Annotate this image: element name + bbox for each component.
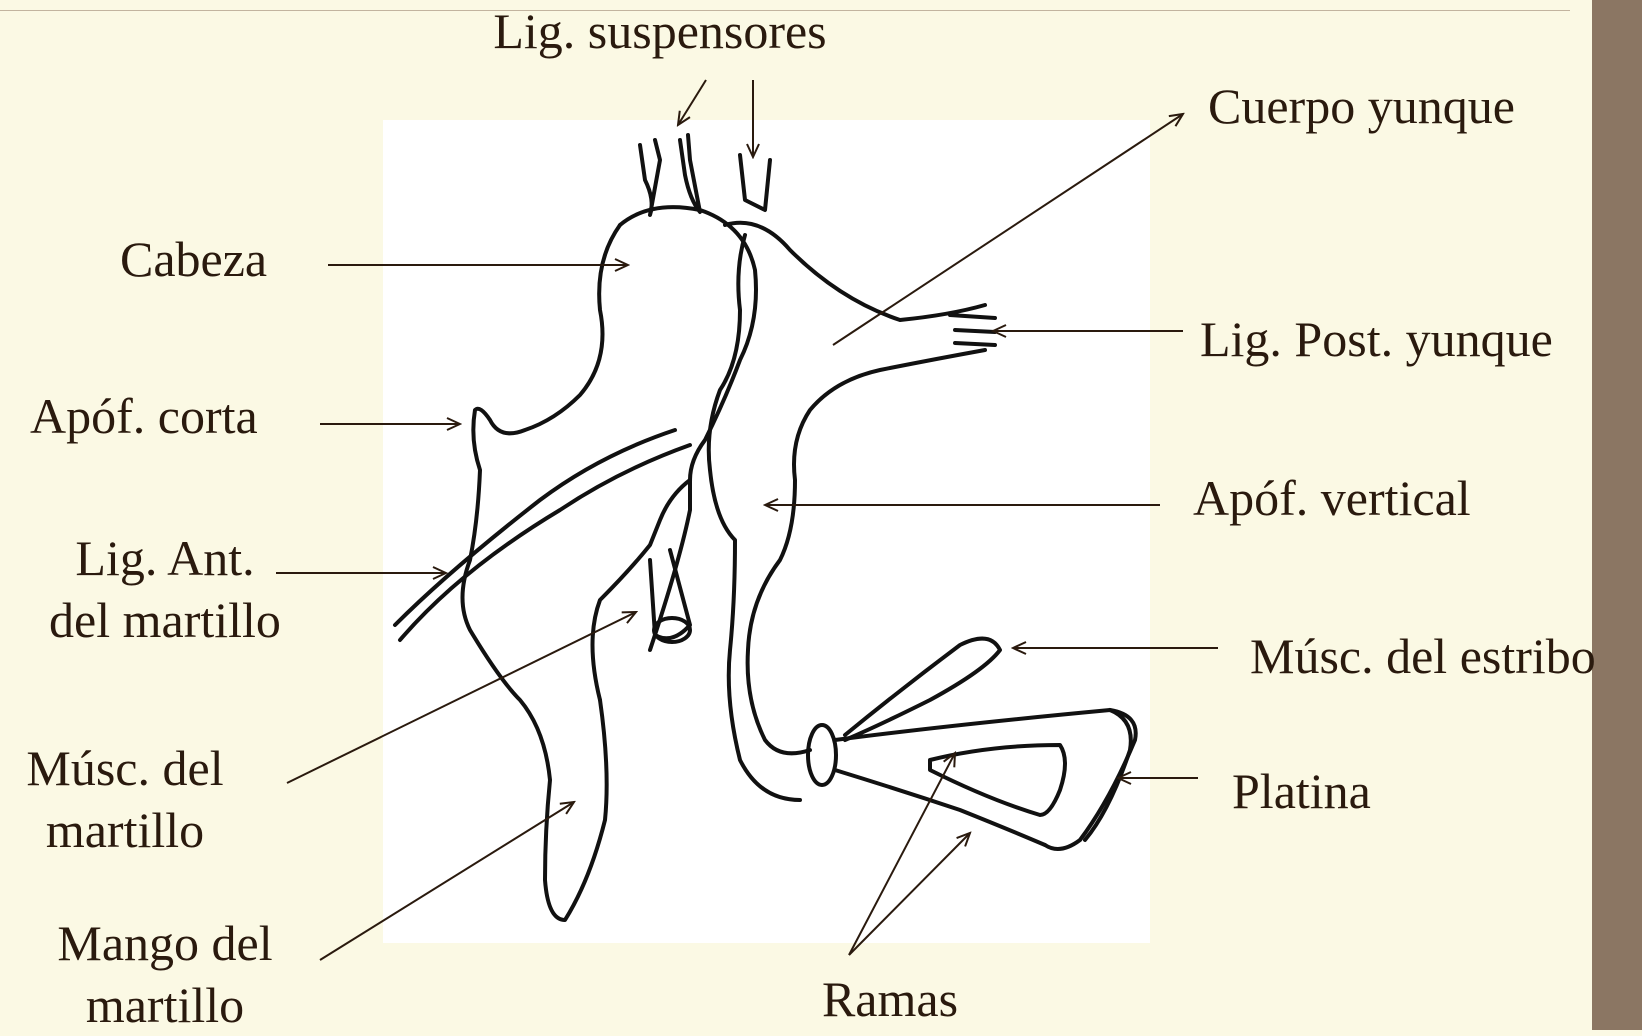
label-musc-martillo: Músc. del martillo [0,737,250,861]
label-mango-martillo: Mango del martillo [30,912,300,1036]
label-platina: Platina [1232,760,1371,822]
label-musc-martillo-line2: martillo [0,799,250,861]
label-lig-post-yunque: Lig. Post. yunque [1200,308,1553,370]
label-lig-ant-line2: del martillo [30,589,300,651]
incus-drawing [709,155,995,800]
malleus-drawing [395,135,756,920]
label-lig-ant-martillo: Lig. Ant. del martillo [30,527,300,651]
label-cabeza: Cabeza [120,228,267,290]
label-apof-corta: Apóf. corta [30,385,258,447]
label-mango-line2: martillo [30,974,300,1036]
callout-lines [276,80,1218,960]
stapes-drawing [808,639,1136,849]
label-lig-ant-line1: Lig. Ant. [30,527,300,589]
label-cuerpo-yunque: Cuerpo yunque [1208,75,1515,137]
label-mango-line1: Mango del [30,912,300,974]
label-lig-suspensores: Lig. suspensores [470,0,850,62]
label-musc-estribo: Músc. del estribo [1250,625,1596,687]
label-ramas: Ramas [790,968,990,1030]
label-musc-martillo-line1: Músc. del [0,737,250,799]
label-apof-vertical: Apóf. vertical [1193,467,1471,529]
